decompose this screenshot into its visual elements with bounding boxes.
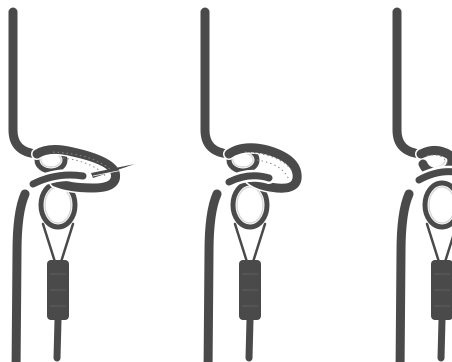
knot-step-1: [13, 12, 135, 362]
knot-step-3: [397, 12, 452, 362]
knot-step-2: [205, 12, 297, 362]
